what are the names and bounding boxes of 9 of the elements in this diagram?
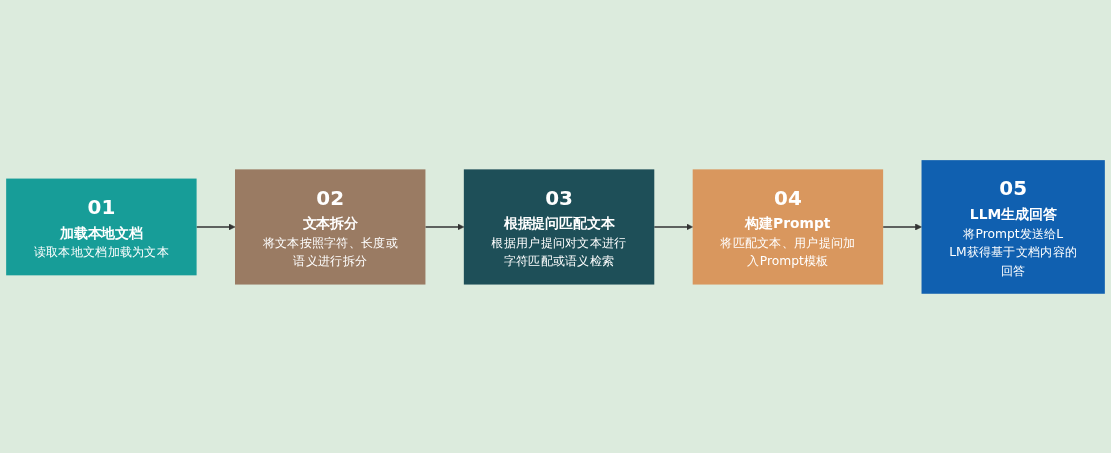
node-box: 01 加载本地文档 读取本地文档加载为文本 bbox=[6, 178, 197, 275]
node-box: 03 根据提问匹配文本 根据用户提问对文本进行字符匹配或语义检索 bbox=[463, 168, 655, 285]
node-box: 05 LLM生成回答 将Prompt发送给LLM获得基于文档内容的回答 bbox=[921, 159, 1105, 294]
arrow bbox=[882, 223, 922, 230]
arrow bbox=[424, 223, 465, 230]
node-box: 04 构建Prompt 将匹配文本、用户提问加入Prompt模板 bbox=[692, 168, 884, 285]
node-box: 02 文本拆分 将文本按照字符、长度或语义进行拆分 bbox=[235, 168, 426, 285]
arrow bbox=[653, 223, 693, 230]
arrow bbox=[195, 223, 236, 230]
